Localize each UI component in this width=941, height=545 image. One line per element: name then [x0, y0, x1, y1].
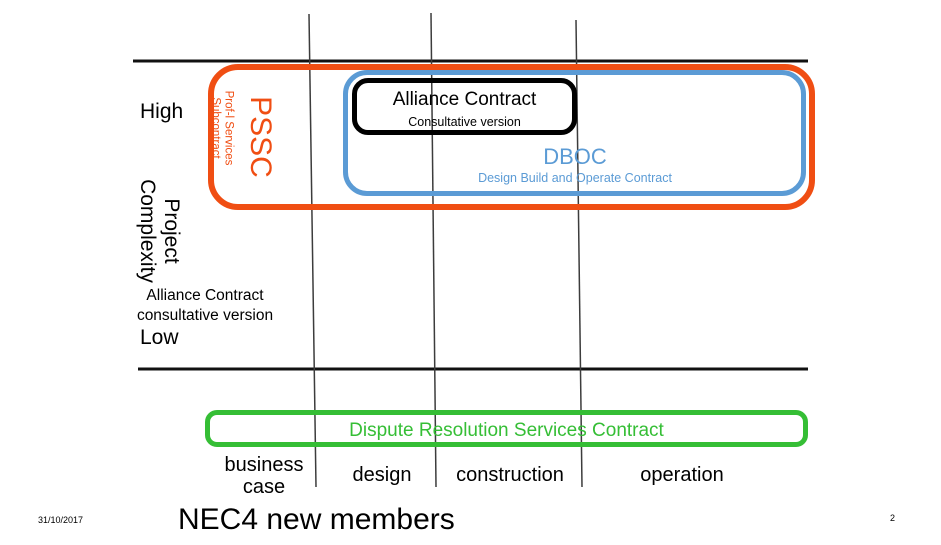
- pssc-detail-line1: Prof-l Services: [222, 90, 235, 166]
- pssc-label: PSSC: [244, 96, 277, 178]
- alliance-consultative-note: Alliance Contract consultative version: [115, 286, 295, 326]
- y-axis-label: Project Complexity: [135, 179, 183, 283]
- phase-label-business-case: business case: [224, 454, 304, 498]
- phase-divider-line-3: [575, 19, 583, 488]
- pssc-detail-label: Prof-l Services Subcontract: [210, 91, 235, 166]
- dispute-resolution-label: Dispute Resolution Services Contract: [349, 420, 664, 441]
- slide-title: NEC4 new members: [178, 503, 455, 536]
- pssc-box: [208, 64, 815, 210]
- dispute-resolution-box: [205, 410, 808, 447]
- dboc-box: [343, 70, 806, 196]
- slide-page-number: 2: [890, 513, 896, 523]
- alliance-contract-subtitle: Consultative version: [408, 115, 521, 129]
- alliance-contract-box: [352, 78, 577, 135]
- phase-label-construction: construction: [456, 464, 564, 486]
- dboc-label: DBOC: [543, 144, 607, 169]
- phase-divider-line-1: [308, 13, 317, 488]
- alliance-consultative-note-line2: consultative version: [136, 307, 274, 324]
- alliance-contract-title: Alliance Contract: [392, 89, 537, 110]
- pssc-detail-line2: Subcontract: [210, 97, 222, 159]
- alliance-consultative-note-line1: Alliance Contract: [146, 287, 264, 304]
- phase-label-operation: operation: [640, 464, 724, 486]
- dboc-subtitle: Design Build and Operate Contract: [478, 171, 672, 185]
- slide-date: 31/10/2017: [38, 515, 84, 525]
- phase-divider-line-2: [430, 12, 437, 488]
- phase-label-design: design: [352, 464, 412, 486]
- y-axis-label-line1: Project: [160, 198, 183, 264]
- axis-label-low: Low: [140, 326, 179, 349]
- axis-label-high: High: [140, 100, 184, 123]
- y-axis-label-line2: Complexity: [136, 179, 159, 283]
